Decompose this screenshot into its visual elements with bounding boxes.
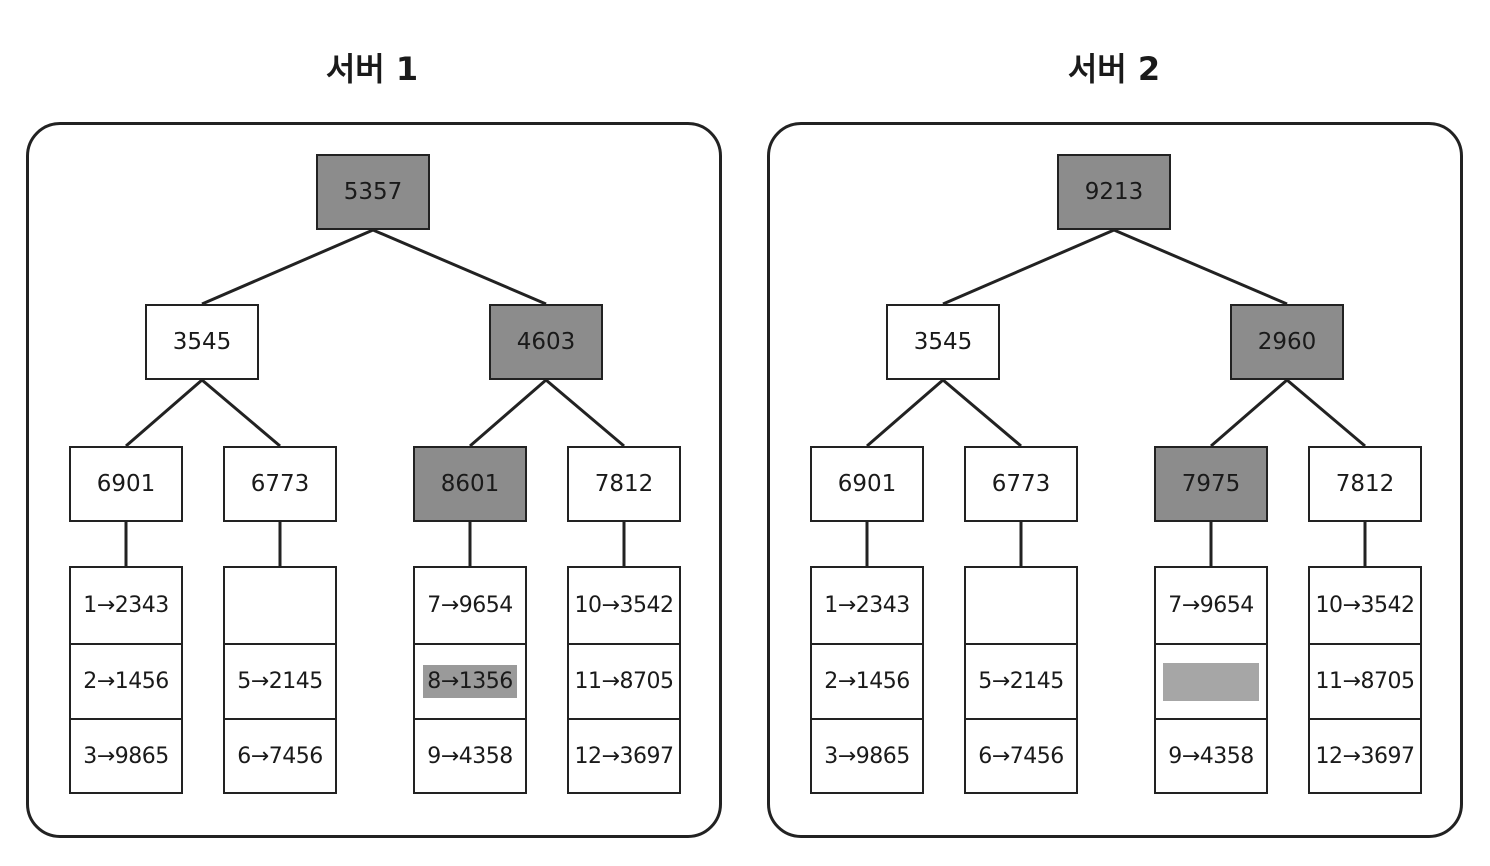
key-value-cell: 10→3542 (1310, 568, 1420, 643)
key-value-entry: 6→7456 (237, 744, 323, 769)
level2-hash-node: 8601 (413, 446, 527, 522)
key-value-entry: 9→4358 (427, 744, 513, 769)
key-value-entry: 10→3542 (574, 593, 674, 618)
tree-edge (201, 378, 281, 448)
key-value-entry: 10→3542 (1315, 593, 1415, 618)
key-value-entry: 5→2145 (237, 669, 323, 694)
key-value-cell: 1→2343 (71, 568, 181, 643)
key-value-entry: 1→2343 (83, 593, 169, 618)
key-value-entry: 2→1456 (83, 669, 169, 694)
level2-hash-node: 7975 (1154, 446, 1268, 522)
key-value-entry: 6→7456 (978, 744, 1064, 769)
key-value-entry: 11→8705 (1315, 669, 1415, 694)
key-value-entry: 9→4358 (1168, 744, 1254, 769)
key-value-cell: 2→1456 (812, 643, 922, 718)
server-title: 서버 2 (1067, 50, 1161, 88)
key-value-cell: 11→8705 (1310, 643, 1420, 718)
key-value-cell: 1→2343 (812, 568, 922, 643)
level2-hash-node: 7812 (1308, 446, 1422, 522)
level2-hash-node: 6773 (964, 446, 1078, 522)
key-value-cell: 6→7456 (225, 718, 335, 793)
level1-hash-node: 3545 (886, 304, 1000, 380)
tree-edge (201, 228, 374, 306)
key-value-cell: 8→1356 (415, 643, 525, 718)
tree-edge (372, 228, 547, 306)
leaf-bucket: 10→3542 11→8705 12→3697 (1308, 566, 1422, 794)
level1-hash-node: 3545 (145, 304, 259, 380)
level2-hash-node: 6901 (69, 446, 183, 522)
key-value-entry: 2→1456 (824, 669, 910, 694)
key-value-entry (1017, 602, 1025, 610)
tree-edge (545, 378, 625, 448)
key-value-cell: 2→1456 (71, 643, 181, 718)
key-value-cell: 3→9865 (71, 718, 181, 793)
server-title: 서버 1 (325, 50, 419, 88)
leaf-bucket: 5→2145 6→7456 (964, 566, 1078, 794)
tree-edge (1210, 378, 1288, 448)
key-value-cell: 9→4358 (1156, 718, 1266, 793)
root-hash-node: 9213 (1057, 154, 1171, 230)
level1-hash-node: 4603 (489, 304, 603, 380)
key-value-cell: 12→3697 (569, 718, 679, 793)
key-value-cell: 7→9654 (415, 568, 525, 643)
key-value-cell: 11→8705 (569, 643, 679, 718)
key-value-cell: 3→9865 (812, 718, 922, 793)
key-value-cell (1156, 643, 1266, 718)
key-value-cell (966, 568, 1076, 643)
leaf-bucket: 5→2145 6→7456 (223, 566, 337, 794)
key-value-entry: 11→8705 (574, 669, 674, 694)
server-frame (767, 122, 1463, 838)
key-value-entry: 1→2343 (824, 593, 910, 618)
leaf-bucket: 7→9654 8→1356 9→4358 (413, 566, 527, 794)
key-value-entry: 5→2145 (978, 669, 1064, 694)
leaf-bucket: 1→2343 2→1456 3→9865 (810, 566, 924, 794)
key-value-entry: 3→9865 (824, 744, 910, 769)
key-value-cell: 5→2145 (966, 643, 1076, 718)
tree-edge (1286, 378, 1366, 448)
level2-hash-node: 6901 (810, 446, 924, 522)
key-value-entry: 7→9654 (1168, 593, 1254, 618)
leaf-bucket: 1→2343 2→1456 3→9865 (69, 566, 183, 794)
level2-hash-node: 6773 (223, 446, 337, 522)
key-value-cell: 12→3697 (1310, 718, 1420, 793)
key-value-cell: 6→7456 (966, 718, 1076, 793)
key-value-entry: 7→9654 (427, 593, 513, 618)
tree-edge (942, 378, 1022, 448)
key-value-cell: 7→9654 (1156, 568, 1266, 643)
key-value-entry: 12→3697 (574, 744, 674, 769)
missing-entry (1163, 662, 1259, 701)
tree-edge (469, 378, 547, 448)
key-value-cell: 5→2145 (225, 643, 335, 718)
key-value-cell: 10→3542 (569, 568, 679, 643)
tree-edge (1113, 228, 1288, 306)
changed-entry: 8→1356 (423, 665, 517, 698)
level1-hash-node: 2960 (1230, 304, 1344, 380)
key-value-entry: 12→3697 (1315, 744, 1415, 769)
leaf-bucket: 10→3542 11→8705 12→3697 (567, 566, 681, 794)
root-hash-node: 5357 (316, 154, 430, 230)
level2-hash-node: 7812 (567, 446, 681, 522)
key-value-entry: 3→9865 (83, 744, 169, 769)
leaf-bucket: 7→9654 9→4358 (1154, 566, 1268, 794)
key-value-cell: 9→4358 (415, 718, 525, 793)
tree-edge (125, 378, 203, 448)
server-frame (26, 122, 722, 838)
tree-edge (942, 228, 1115, 306)
tree-edge (866, 378, 944, 448)
